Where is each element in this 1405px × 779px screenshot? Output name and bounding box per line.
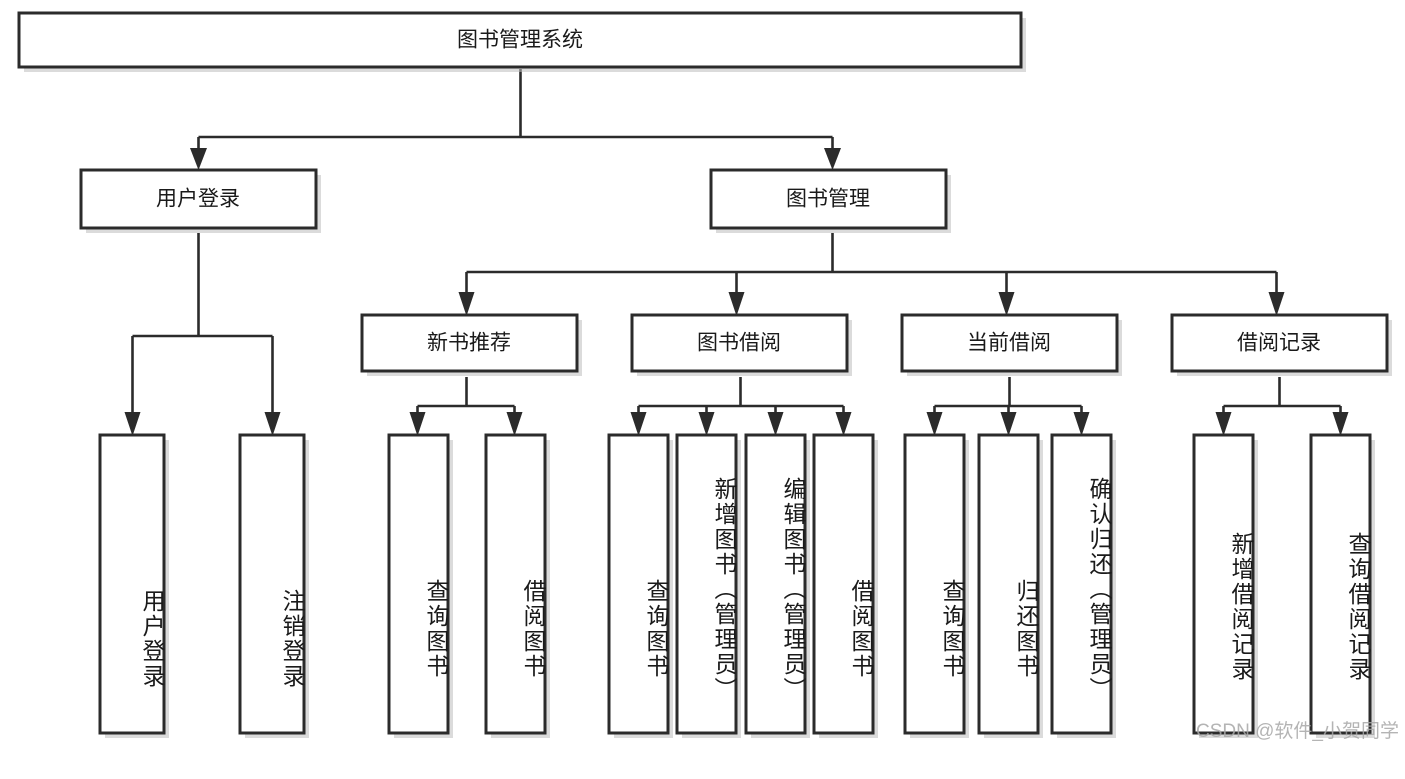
leaf-user-login-box <box>98 433 166 735</box>
node-root[interactable]: 图书管理系统 <box>17 11 1026 72</box>
user-login-label: 用户登录 <box>156 188 240 211</box>
leaf-query-record-box <box>1309 433 1372 735</box>
arrow-leaf-query-book-3 <box>926 412 943 436</box>
connector-layer <box>124 69 1349 436</box>
arrow-leaf-query-book-2 <box>630 412 647 436</box>
leaf-confirm-return-box <box>1050 433 1113 735</box>
book-manage-box <box>709 168 948 230</box>
arrow-leaf-return-book <box>1000 412 1017 436</box>
node-new-book-rec[interactable]: 新书推荐 <box>360 313 582 376</box>
arrow-new-book-rec <box>458 292 475 316</box>
leaf-return-book-box <box>977 433 1040 735</box>
arrow-leaf-user-logout <box>264 412 281 436</box>
leaf-query-book-1-box <box>387 433 450 735</box>
arrow-borrow-record <box>1268 292 1285 316</box>
csdn-watermark: CSDN @软件_小贺同学 <box>1196 721 1399 742</box>
node-current-borrow[interactable]: 当前借阅 <box>900 313 1122 376</box>
root-box <box>17 11 1023 69</box>
new-book-rec-label: 新书推荐 <box>427 332 511 355</box>
node-leaf-add-book[interactable] <box>675 433 741 738</box>
node-leaf-add-record[interactable] <box>1192 433 1258 738</box>
arrow-current-borrow <box>998 292 1015 316</box>
node-leaf-query-book-3[interactable] <box>903 433 969 738</box>
arrow-leaf-edit-book <box>767 412 784 436</box>
node-leaf-user-logout[interactable] <box>238 433 309 738</box>
arrow-leaf-add-book <box>698 412 715 436</box>
arrow-leaf-confirm-return <box>1073 412 1090 436</box>
borrow-record-box <box>1170 313 1389 373</box>
user-login-box <box>79 168 318 230</box>
node-leaf-borrow-book-2[interactable] <box>812 433 878 738</box>
arrow-book-borrow <box>728 292 745 316</box>
leaf-boxes <box>98 433 1375 738</box>
node-user-login[interactable]: 用户登录 <box>79 168 321 233</box>
new-book-rec-box <box>360 313 579 373</box>
arrow-leaf-user-login <box>124 412 141 436</box>
leaf-borrow-book-2-box <box>812 433 875 735</box>
node-leaf-borrow-book-1[interactable] <box>484 433 550 738</box>
node-leaf-query-book-1[interactable] <box>387 433 453 738</box>
leaf-query-book-3-box <box>903 433 966 735</box>
leaf-edit-book-box <box>744 433 807 735</box>
tree-diagram-svg: 图书管理系统 用户登录 图书管理 新书推荐 图书借阅 当前借阅 <box>17 11 1392 738</box>
leaf-user-logout-box <box>238 433 306 735</box>
arrow-to-book-manage <box>824 148 841 170</box>
leaf-add-book-box <box>675 433 738 735</box>
current-borrow-box <box>900 313 1119 373</box>
borrow-record-label: 借阅记录 <box>1237 332 1321 355</box>
node-borrow-record[interactable]: 借阅记录 <box>1170 313 1392 376</box>
node-book-borrow[interactable]: 图书借阅 <box>630 313 852 376</box>
node-leaf-confirm-return[interactable] <box>1050 433 1116 738</box>
leaf-borrow-book-1-box <box>484 433 547 735</box>
diagram-canvas: 图书管理系统 用户登录 图书管理 新书推荐 图书借阅 当前借阅 <box>17 11 1399 742</box>
node-leaf-user-login[interactable] <box>98 433 169 738</box>
book-borrow-box <box>630 313 849 373</box>
leaf-query-book-2-box <box>607 433 670 735</box>
book-manage-label: 图书管理 <box>786 188 870 211</box>
book-borrow-label: 图书借阅 <box>697 332 781 355</box>
leaf-add-record-box <box>1192 433 1255 735</box>
arrow-leaf-query-record <box>1332 412 1349 436</box>
node-book-manage[interactable]: 图书管理 <box>709 168 951 233</box>
node-leaf-edit-book[interactable] <box>744 433 810 738</box>
arrow-leaf-query-book-1 <box>409 412 426 436</box>
root-label: 图书管理系统 <box>457 29 583 52</box>
node-leaf-query-record[interactable] <box>1309 433 1375 738</box>
arrow-leaf-borrow-book-1 <box>506 412 523 436</box>
node-leaf-query-book-2[interactable] <box>607 433 673 738</box>
node-leaf-return-book[interactable] <box>977 433 1043 738</box>
arrow-to-user-login <box>190 148 207 170</box>
current-borrow-label: 当前借阅 <box>967 332 1051 355</box>
arrow-leaf-borrow-book-2 <box>835 412 852 436</box>
arrow-leaf-add-record <box>1215 412 1232 436</box>
